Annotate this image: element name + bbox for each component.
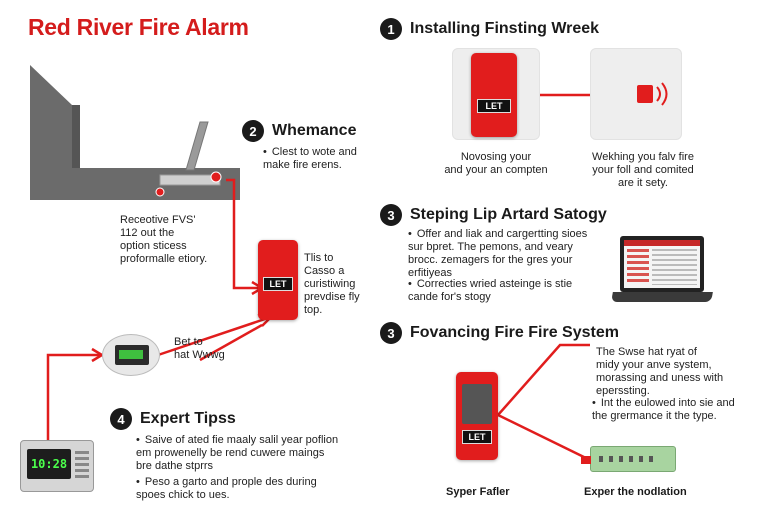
alarm-panel-s5-window (462, 384, 492, 424)
section-1-card-right (590, 48, 682, 140)
laptop-display-list (627, 249, 649, 285)
section-4-bullet-1: Saive of ated fie maaly salil year pofli… (136, 434, 376, 473)
laptop-display-table (652, 249, 697, 285)
section-4-title: Expert Tipss (140, 410, 236, 427)
section-2-title: Whemance (272, 122, 357, 139)
module-board (581, 446, 676, 472)
alarm-panel-s5: LET (456, 372, 498, 460)
alarm-panel-lcd: LET (263, 277, 293, 291)
section-3-bullet-2: Correcties wried asteinge is stie cande … (408, 278, 608, 304)
section-5-text: The Swse hat ryat of midy your anve syst… (596, 346, 724, 397)
section-1-card-left: LET (452, 48, 540, 140)
page-title: Red River Fire Alarm (28, 14, 249, 40)
panel-note: Tlis to Casso a curistiwing prevdise fly… (304, 252, 360, 316)
alarm-panel-s1-lcd: LET (477, 99, 511, 113)
laptop-display-header (624, 240, 700, 246)
laptop-illustration (611, 236, 713, 312)
section-3-heading: 3 Steping Lip Artard Satogy (380, 204, 607, 226)
clock-buttons (75, 451, 89, 479)
installation-illustration (30, 65, 240, 200)
section-5-bullet: Int the eulowed into sie and the grerman… (592, 397, 762, 423)
alarm-panel-center: LET (258, 240, 298, 320)
section-4-bullet-2: Peso a garto and prople des during spoes… (136, 476, 376, 502)
section-5-heading: 3 Fovancing Fire Fire System (380, 322, 619, 344)
laptop-display (624, 240, 700, 288)
section-5-caption-left: Syper Fafler (446, 486, 510, 498)
device-note: Bet to hat Wwwg (174, 336, 225, 361)
laptop-keyboard (611, 292, 713, 302)
section-1-title: Installing Finsting Wreek (410, 20, 600, 37)
sound-waves-icon (656, 82, 668, 106)
section-4-heading: 4 Expert Tipss (110, 408, 236, 430)
laptop-screen (620, 236, 704, 292)
section-2-bullet: Clest to wote and make fire erens. (263, 146, 383, 172)
small-device (102, 334, 160, 376)
section-1-caption-left: Novosing your and your an compten (444, 151, 548, 176)
section-2-number: 2 (242, 120, 264, 142)
section-5-title: Fovancing Fire Fire System (410, 324, 619, 341)
alarm-panel-s1: LET (471, 53, 517, 137)
section-5-caption-right: Exper the nodlation (584, 486, 687, 498)
alarm-horn-icon (637, 85, 653, 103)
section-1-caption-right: Wekhing you falv fire your foll and comi… (592, 151, 694, 189)
section-3-bullet-1: Offer and liak and cargertting sioes sur… (408, 228, 618, 280)
small-device-display (119, 350, 143, 359)
clock-device: 10:28 (20, 440, 94, 492)
clock-display: 10:28 (27, 449, 71, 479)
section-1-number: 1 (380, 18, 402, 40)
section-4-number: 4 (110, 408, 132, 430)
section-2-heading: 2 Whemance (242, 120, 356, 142)
receptive-note: Receotive FVS' 112 out the option stices… (120, 214, 208, 265)
section-3-title: Steping Lip Artard Satogy (410, 206, 607, 223)
section-1-heading: 1 Installing Finsting Wreek (380, 18, 599, 40)
module-connector (581, 456, 591, 464)
module-board-pins (599, 456, 659, 462)
section-3-number: 3 (380, 204, 402, 226)
section-5-number: 3 (380, 322, 402, 344)
alarm-panel-s5-lcd: LET (462, 430, 492, 444)
